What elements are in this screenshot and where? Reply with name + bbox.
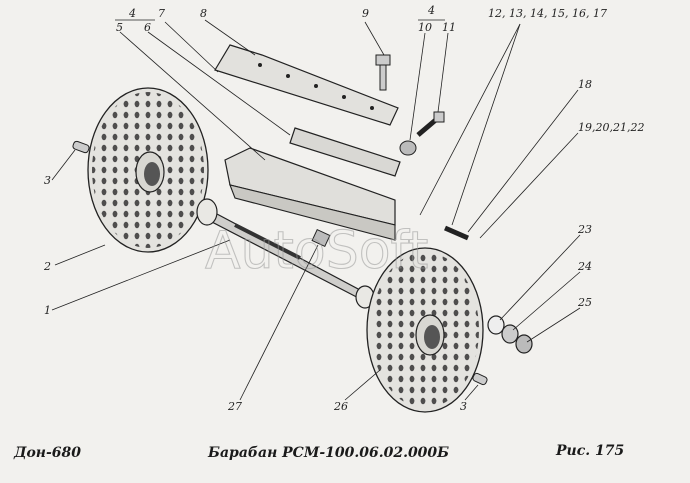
watermark-text: AutoSoft	[205, 221, 428, 281]
label-8: 8	[200, 7, 207, 20]
rasp-bar	[289, 127, 401, 177]
shaft	[196, 198, 375, 309]
label-4-right: 4	[427, 4, 435, 17]
label-12-17: 12, 13, 14, 15, 16, 17	[488, 7, 607, 20]
bolt-9	[375, 54, 391, 91]
nut-10	[399, 140, 417, 156]
part-labels: 4 5 6 7 8 9 4 10 11 12, 13, 14, 15, 16, …	[43, 4, 644, 413]
label-7: 7	[158, 7, 165, 20]
left-disc	[87, 87, 209, 253]
label-2: 2	[43, 260, 51, 273]
key-right	[472, 372, 488, 386]
caption-figure: Рис. 175	[555, 443, 624, 459]
rasp-plate-upper	[214, 44, 399, 126]
label-9: 9	[362, 7, 369, 20]
label-19-22: 19,20,21,22	[578, 121, 644, 134]
washer-23	[487, 315, 505, 335]
label-25: 25	[577, 296, 592, 309]
caption-title: Барабан РСМ-100.06.02.000Б	[207, 445, 449, 461]
right-disc	[366, 247, 484, 413]
nut-25	[515, 334, 533, 354]
label-3-right: 3	[460, 400, 467, 413]
label-10: 10	[418, 21, 432, 34]
label-1: 1	[44, 304, 51, 317]
label-3-left: 3	[44, 174, 51, 187]
shaft-bolt	[311, 228, 331, 248]
bolt-18	[444, 225, 469, 241]
label-18: 18	[578, 78, 592, 91]
caption-model: Дон-680	[13, 445, 81, 461]
label-4-left: 4	[128, 7, 136, 20]
label-11: 11	[442, 21, 456, 34]
label-23: 23	[577, 223, 592, 236]
label-26: 26	[333, 400, 348, 413]
label-5: 5	[116, 21, 123, 34]
label-24: 24	[577, 260, 592, 273]
key-left	[72, 140, 90, 154]
leader-lines	[51, 19, 581, 401]
label-6: 6	[144, 21, 151, 34]
rasp-beam	[224, 147, 396, 241]
label-27: 27	[227, 400, 242, 413]
bolt-11	[416, 111, 445, 137]
